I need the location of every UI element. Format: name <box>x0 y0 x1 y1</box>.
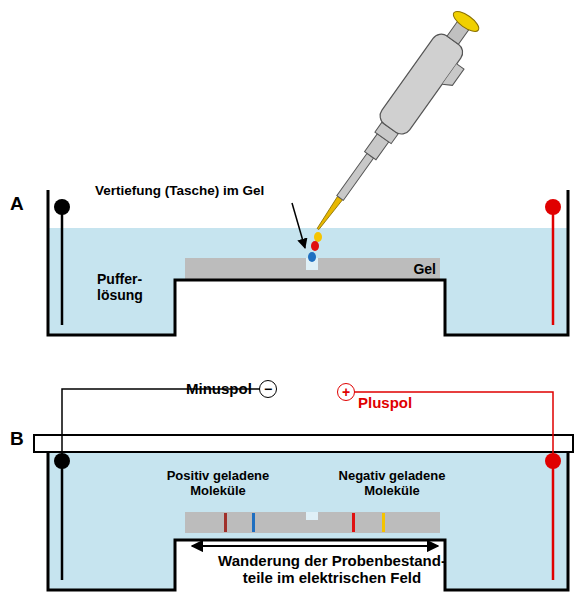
band <box>252 513 255 532</box>
node-text: Gel <box>413 262 436 276</box>
plus-terminal: + <box>337 383 355 401</box>
node-text: + <box>342 385 350 399</box>
gel-well <box>306 512 318 520</box>
leader-line <box>292 203 305 248</box>
gel <box>185 512 440 533</box>
anode-electrode <box>552 207 555 325</box>
minus-terminal: − <box>259 380 277 398</box>
gel-block: Gel <box>185 258 440 279</box>
molecule-label: Positiv geladene Moleküle <box>164 469 273 499</box>
anode-electrode <box>552 461 555 580</box>
panel-letter: B <box>10 428 24 450</box>
cathode-electrode <box>61 461 64 580</box>
migration-label: Wanderung der Probenbestand- teile im el… <box>215 552 449 587</box>
pole-label: Pluspol <box>358 394 412 411</box>
callout-label: Vertiefung (Tasche) im Gel <box>95 183 264 199</box>
lid <box>34 435 573 452</box>
pipette <box>304 7 491 244</box>
panel-letter: A <box>10 193 24 215</box>
wire <box>354 392 553 461</box>
pole-label: Minuspol <box>186 380 252 397</box>
molecule-label: Negativ geladene Moleküle <box>336 469 449 499</box>
buffer-label: Puffer- lösung <box>97 271 149 303</box>
cathode-electrode <box>61 207 64 325</box>
anode-terminal <box>545 453 561 469</box>
tank-wall <box>48 445 568 590</box>
cathode-terminal <box>54 199 70 215</box>
migration-arrow <box>192 545 438 547</box>
anode-terminal <box>545 199 561 215</box>
sample-drop <box>308 252 316 262</box>
band <box>352 513 355 532</box>
buffer-solution <box>48 452 568 590</box>
wire <box>62 389 260 461</box>
sample-drop <box>314 232 322 242</box>
node-text: − <box>264 382 272 396</box>
band <box>382 513 385 532</box>
sample-drop <box>311 241 319 251</box>
band <box>224 513 227 532</box>
cathode-terminal <box>54 453 70 469</box>
tank-wall <box>48 190 568 335</box>
